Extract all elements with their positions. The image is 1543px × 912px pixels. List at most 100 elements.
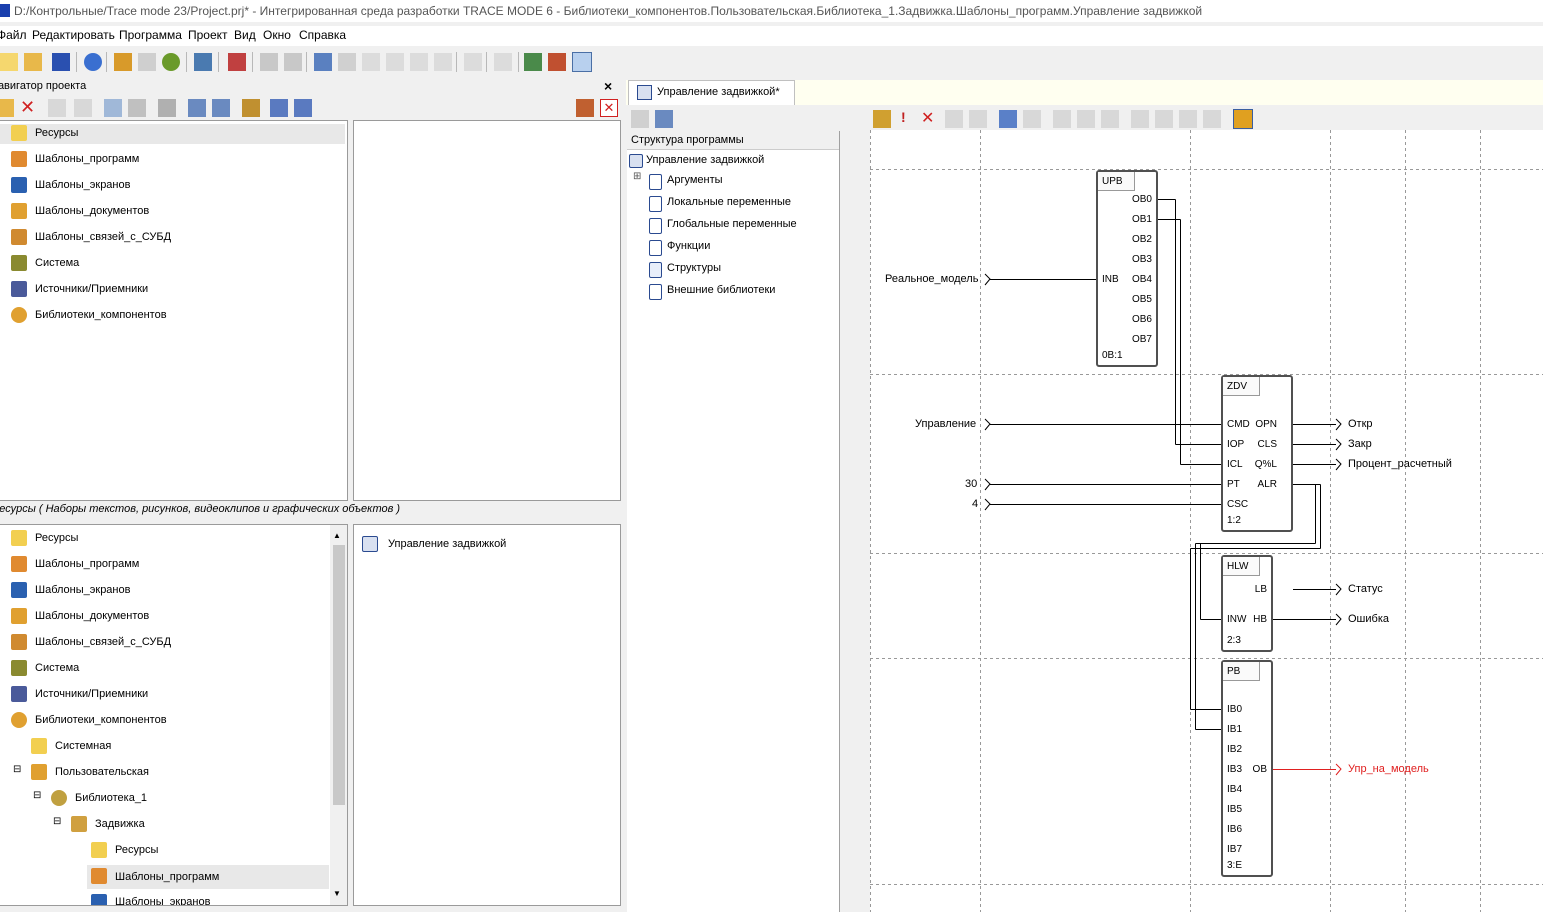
hand-icon[interactable] <box>260 53 278 71</box>
pin-pt[interactable]: PT <box>1227 479 1240 490</box>
pin-ob5[interactable]: OB5 <box>1131 294 1152 305</box>
trace4-icon[interactable] <box>434 53 452 71</box>
signal-control[interactable]: Управление <box>915 418 977 430</box>
pin-ib5[interactable]: IB5 <box>1227 804 1243 815</box>
expand-icon[interactable]: ⊞ <box>633 171 642 182</box>
fbd-mode-icon[interactable] <box>1233 109 1253 129</box>
copy-block-icon[interactable] <box>969 110 987 128</box>
pin-opn[interactable]: OPN <box>1255 419 1277 430</box>
menu-file[interactable]: Файл <box>0 28 27 42</box>
pin-ib2[interactable]: IB2 <box>1227 744 1243 755</box>
constant-pt[interactable]: 30 <box>965 478 978 490</box>
tab-valve-control[interactable]: Управление задвижкой* <box>628 80 795 105</box>
pin-ib7[interactable]: IB7 <box>1227 844 1243 855</box>
menu-program[interactable]: Программа <box>119 28 182 42</box>
link-icon[interactable] <box>1131 110 1149 128</box>
menu-window[interactable]: Окно <box>263 28 291 42</box>
signal-percent[interactable]: Процент_расчетный <box>1348 458 1452 470</box>
redo-icon[interactable] <box>1023 110 1041 128</box>
open-icon[interactable] <box>24 53 42 71</box>
cross-ref-icon[interactable] <box>655 110 673 128</box>
signal-close[interactable]: Закр <box>1348 438 1372 450</box>
tree-item[interactable]: Ресурсы <box>0 124 345 144</box>
close-view-icon[interactable]: ✕ <box>600 99 618 117</box>
zoom-icon[interactable] <box>873 110 891 128</box>
warning-icon[interactable]: ! <box>901 109 906 125</box>
redo-icon[interactable] <box>74 99 92 117</box>
pin-inw[interactable]: INW <box>1227 614 1247 625</box>
collapse-icon[interactable]: ⊟ <box>13 764 22 775</box>
pin-ob3[interactable]: OB3 <box>1131 254 1152 265</box>
pin-cls[interactable]: CLS <box>1257 439 1277 450</box>
trace-icon[interactable] <box>362 53 380 71</box>
pin-ob0[interactable]: OB0 <box>1131 194 1152 205</box>
screen3-icon[interactable] <box>572 52 592 72</box>
pin-lb[interactable]: LB <box>1254 584 1267 595</box>
copy-icon[interactable] <box>104 99 122 117</box>
pin-iop[interactable]: IOP <box>1227 439 1245 450</box>
pin-ob1[interactable]: OB1 <box>1131 214 1152 225</box>
tree-view-icon[interactable] <box>270 99 288 117</box>
link3-icon[interactable] <box>1179 110 1197 128</box>
glasses-icon[interactable] <box>494 53 512 71</box>
info-icon[interactable] <box>84 53 102 71</box>
pin-ib1[interactable]: IB1 <box>1227 724 1243 735</box>
menu-help[interactable]: Справка <box>299 28 347 42</box>
screen-icon[interactable] <box>524 53 542 71</box>
import-icon[interactable] <box>212 99 230 117</box>
signal-open[interactable]: Откр <box>1348 418 1373 430</box>
pin-icl[interactable]: ICL <box>1227 459 1243 470</box>
fbd-block-upb[interactable]: UPB INB OB0 OB1 OB2 OB3 OB4 OB5 OB6 OB7 … <box>1096 170 1158 367</box>
folder-icon[interactable] <box>0 99 14 117</box>
menu-view[interactable]: Вид <box>234 28 256 42</box>
delete-icon[interactable]: ✕ <box>20 97 36 117</box>
pin-ib6[interactable]: IB6 <box>1227 824 1243 835</box>
paste-icon[interactable] <box>128 99 146 117</box>
pin-ob[interactable]: OB <box>1252 764 1267 775</box>
fbd-block-hlw[interactable]: HLW INW LB HB 2:3 <box>1221 555 1273 652</box>
pin-hb[interactable]: HB <box>1253 614 1267 625</box>
signal-status[interactable]: Статус <box>1348 583 1383 595</box>
pin-icon[interactable] <box>464 53 482 71</box>
pin-ib3[interactable]: IB3 <box>1227 764 1243 775</box>
undo-icon[interactable] <box>48 99 66 117</box>
collapse-icon[interactable]: ⊟ <box>53 816 62 827</box>
menu-edit[interactable]: Редактировать <box>32 28 115 42</box>
scrollbar[interactable]: ▲ ▼ <box>330 525 347 905</box>
pin-ob6[interactable]: OB6 <box>1131 314 1152 325</box>
tree-item-selected[interactable]: Шаблоны_программ <box>87 865 329 889</box>
grid-icon[interactable] <box>228 53 246 71</box>
run-icon[interactable] <box>114 53 132 71</box>
pin-alr[interactable]: ALR <box>1257 479 1277 490</box>
fbd-block-zdv[interactable]: ZDV CMD IOP ICL PT CSC OPN CLS Q%L ALR 1… <box>1221 375 1293 532</box>
debug-bug-icon[interactable] <box>162 53 180 71</box>
scroll-down-icon[interactable]: ▼ <box>333 889 341 898</box>
compile-icon[interactable] <box>194 53 212 71</box>
new-window-icon[interactable] <box>576 99 594 117</box>
pin-inb[interactable]: INB <box>1102 274 1119 285</box>
pin-ob4[interactable]: OB4 <box>1131 274 1152 285</box>
trace3-icon[interactable] <box>410 53 428 71</box>
link4-icon[interactable] <box>1203 110 1221 128</box>
screen2-icon[interactable] <box>548 53 566 71</box>
list-view-icon[interactable] <box>294 99 312 117</box>
pin-csc[interactable]: CSC <box>1227 499 1249 510</box>
scroll-thumb[interactable] <box>333 545 345 805</box>
signal-real-model[interactable]: Реальное_модель <box>885 273 979 285</box>
export-icon[interactable] <box>188 99 206 117</box>
step-icon[interactable] <box>138 53 156 71</box>
pin-cmd[interactable]: CMD <box>1227 419 1250 430</box>
hands-icon[interactable] <box>284 53 302 71</box>
new-icon[interactable] <box>0 53 18 71</box>
open-folder-icon[interactable] <box>631 110 649 128</box>
pin-ib0[interactable]: IB0 <box>1227 704 1243 715</box>
pin-ib4[interactable]: IB4 <box>1227 784 1243 795</box>
binoculars-icon[interactable] <box>242 99 260 117</box>
link2-icon[interactable] <box>1155 110 1173 128</box>
scroll-up-icon[interactable]: ▲ <box>333 531 341 540</box>
save-icon[interactable] <box>52 53 70 71</box>
undo-icon[interactable] <box>999 110 1017 128</box>
collapse-icon[interactable]: ⊟ <box>33 790 42 801</box>
connect-icon[interactable] <box>314 53 332 71</box>
fbd-canvas[interactable]: UPB INB OB0 OB1 OB2 OB3 OB4 OB5 OB6 OB7 … <box>870 130 1543 912</box>
